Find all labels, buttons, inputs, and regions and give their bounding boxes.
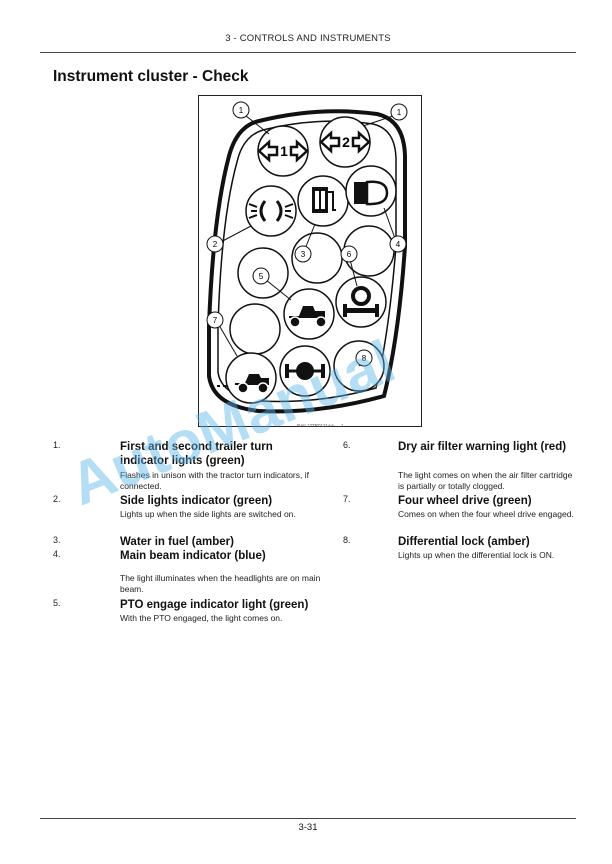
legend-number: 4. bbox=[53, 549, 61, 559]
fuel-pump-icon bbox=[312, 187, 328, 213]
tractor-4wd-icon bbox=[289, 306, 325, 318]
footer-rule bbox=[40, 818, 576, 819]
legend-description: Lights up when the side lights are switc… bbox=[120, 509, 296, 519]
trailer2-light: 2 bbox=[319, 116, 371, 168]
legend-number: 3. bbox=[53, 535, 61, 545]
diff-lock-icon bbox=[296, 362, 314, 380]
callout-label: 7 bbox=[213, 316, 218, 325]
legend-number: 5. bbox=[53, 598, 61, 608]
legend-title: PTO engage indicator light (green) bbox=[120, 599, 309, 611]
pto-light bbox=[217, 352, 277, 404]
cluster-housing-outline bbox=[207, 109, 407, 414]
legend-description: Comes on when the four wheel drive engag… bbox=[398, 509, 574, 519]
legend-number: 7. bbox=[343, 494, 351, 504]
instrument-cluster-illustration: 1 2 bbox=[206, 101, 408, 414]
legend-title: Differential lock (amber) bbox=[398, 536, 530, 548]
trailer1-light: 1 bbox=[257, 125, 309, 177]
legend-description: The light illuminates when the headlight… bbox=[120, 573, 321, 594]
water-in-fuel-light bbox=[297, 175, 349, 227]
instrument-cluster-figure: 1 2 bbox=[198, 95, 422, 427]
callout-label: 1 bbox=[397, 108, 402, 117]
callout-label: 5 bbox=[259, 272, 264, 281]
callout-label: 1 bbox=[239, 106, 244, 115]
blank-light bbox=[229, 303, 281, 355]
legend-number: 2. bbox=[53, 494, 61, 504]
main-beam-icon bbox=[354, 182, 366, 204]
page-number: 3-31 bbox=[298, 822, 318, 833]
tractor-pto-icon bbox=[235, 374, 269, 385]
callout-label: 3 bbox=[301, 250, 306, 259]
header-rule bbox=[40, 52, 576, 53]
side-lights-light bbox=[245, 185, 297, 237]
legend-number: 6. bbox=[343, 440, 351, 450]
legend-number: 8. bbox=[343, 535, 351, 545]
legend-title: Water in fuel (amber) bbox=[120, 536, 234, 548]
callout-label: 8 bbox=[362, 354, 367, 363]
running-header: 3 - CONTROLS AND INSTRUMENTS bbox=[225, 33, 391, 44]
figure-reference: RAIL17TR0121AA bbox=[297, 423, 335, 428]
arrow-left-icon bbox=[319, 130, 341, 154]
callout-markers: 1 1 2 3 4 5 6 7 8 bbox=[206, 101, 408, 367]
side-lights-icon bbox=[259, 200, 283, 222]
legend-description: Flashes in unison with the tractor turn … bbox=[120, 470, 309, 491]
cluster-inner-outline bbox=[217, 120, 397, 403]
section-title: Instrument cluster - Check bbox=[53, 68, 249, 85]
arrow-left-icon bbox=[257, 139, 279, 163]
legend-title: Dry air filter warning light (red) bbox=[398, 441, 567, 453]
main-beam-light bbox=[345, 165, 397, 217]
four-wheel-drive-light bbox=[283, 288, 335, 340]
legend-number: 1. bbox=[53, 440, 61, 450]
arrow-right-icon bbox=[351, 130, 371, 154]
legend-title: First and second trailer turn indicator … bbox=[120, 441, 273, 467]
legend-description: Lights up when the differential lock is … bbox=[398, 550, 555, 560]
callout-label: 6 bbox=[347, 250, 352, 259]
diff-lock-light bbox=[279, 345, 331, 397]
arrow-right-icon bbox=[289, 139, 309, 163]
legend-title: Side lights indicator (green) bbox=[120, 495, 273, 507]
trailer1-number: 1 bbox=[280, 143, 288, 159]
air-filter-icon bbox=[351, 286, 371, 306]
legend-title: Four wheel drive (green) bbox=[398, 495, 532, 507]
callout-label: 2 bbox=[213, 240, 218, 249]
callout-label: 4 bbox=[396, 240, 401, 249]
legend-description: With the PTO engaged, the light comes on… bbox=[120, 613, 283, 623]
legend-title: Main beam indicator (blue) bbox=[120, 550, 266, 562]
air-filter-light bbox=[335, 276, 387, 328]
legend-description: The light comes on when the air filter c… bbox=[398, 470, 573, 491]
trailer2-number: 2 bbox=[342, 134, 350, 150]
figure-number: 1 bbox=[341, 423, 344, 428]
